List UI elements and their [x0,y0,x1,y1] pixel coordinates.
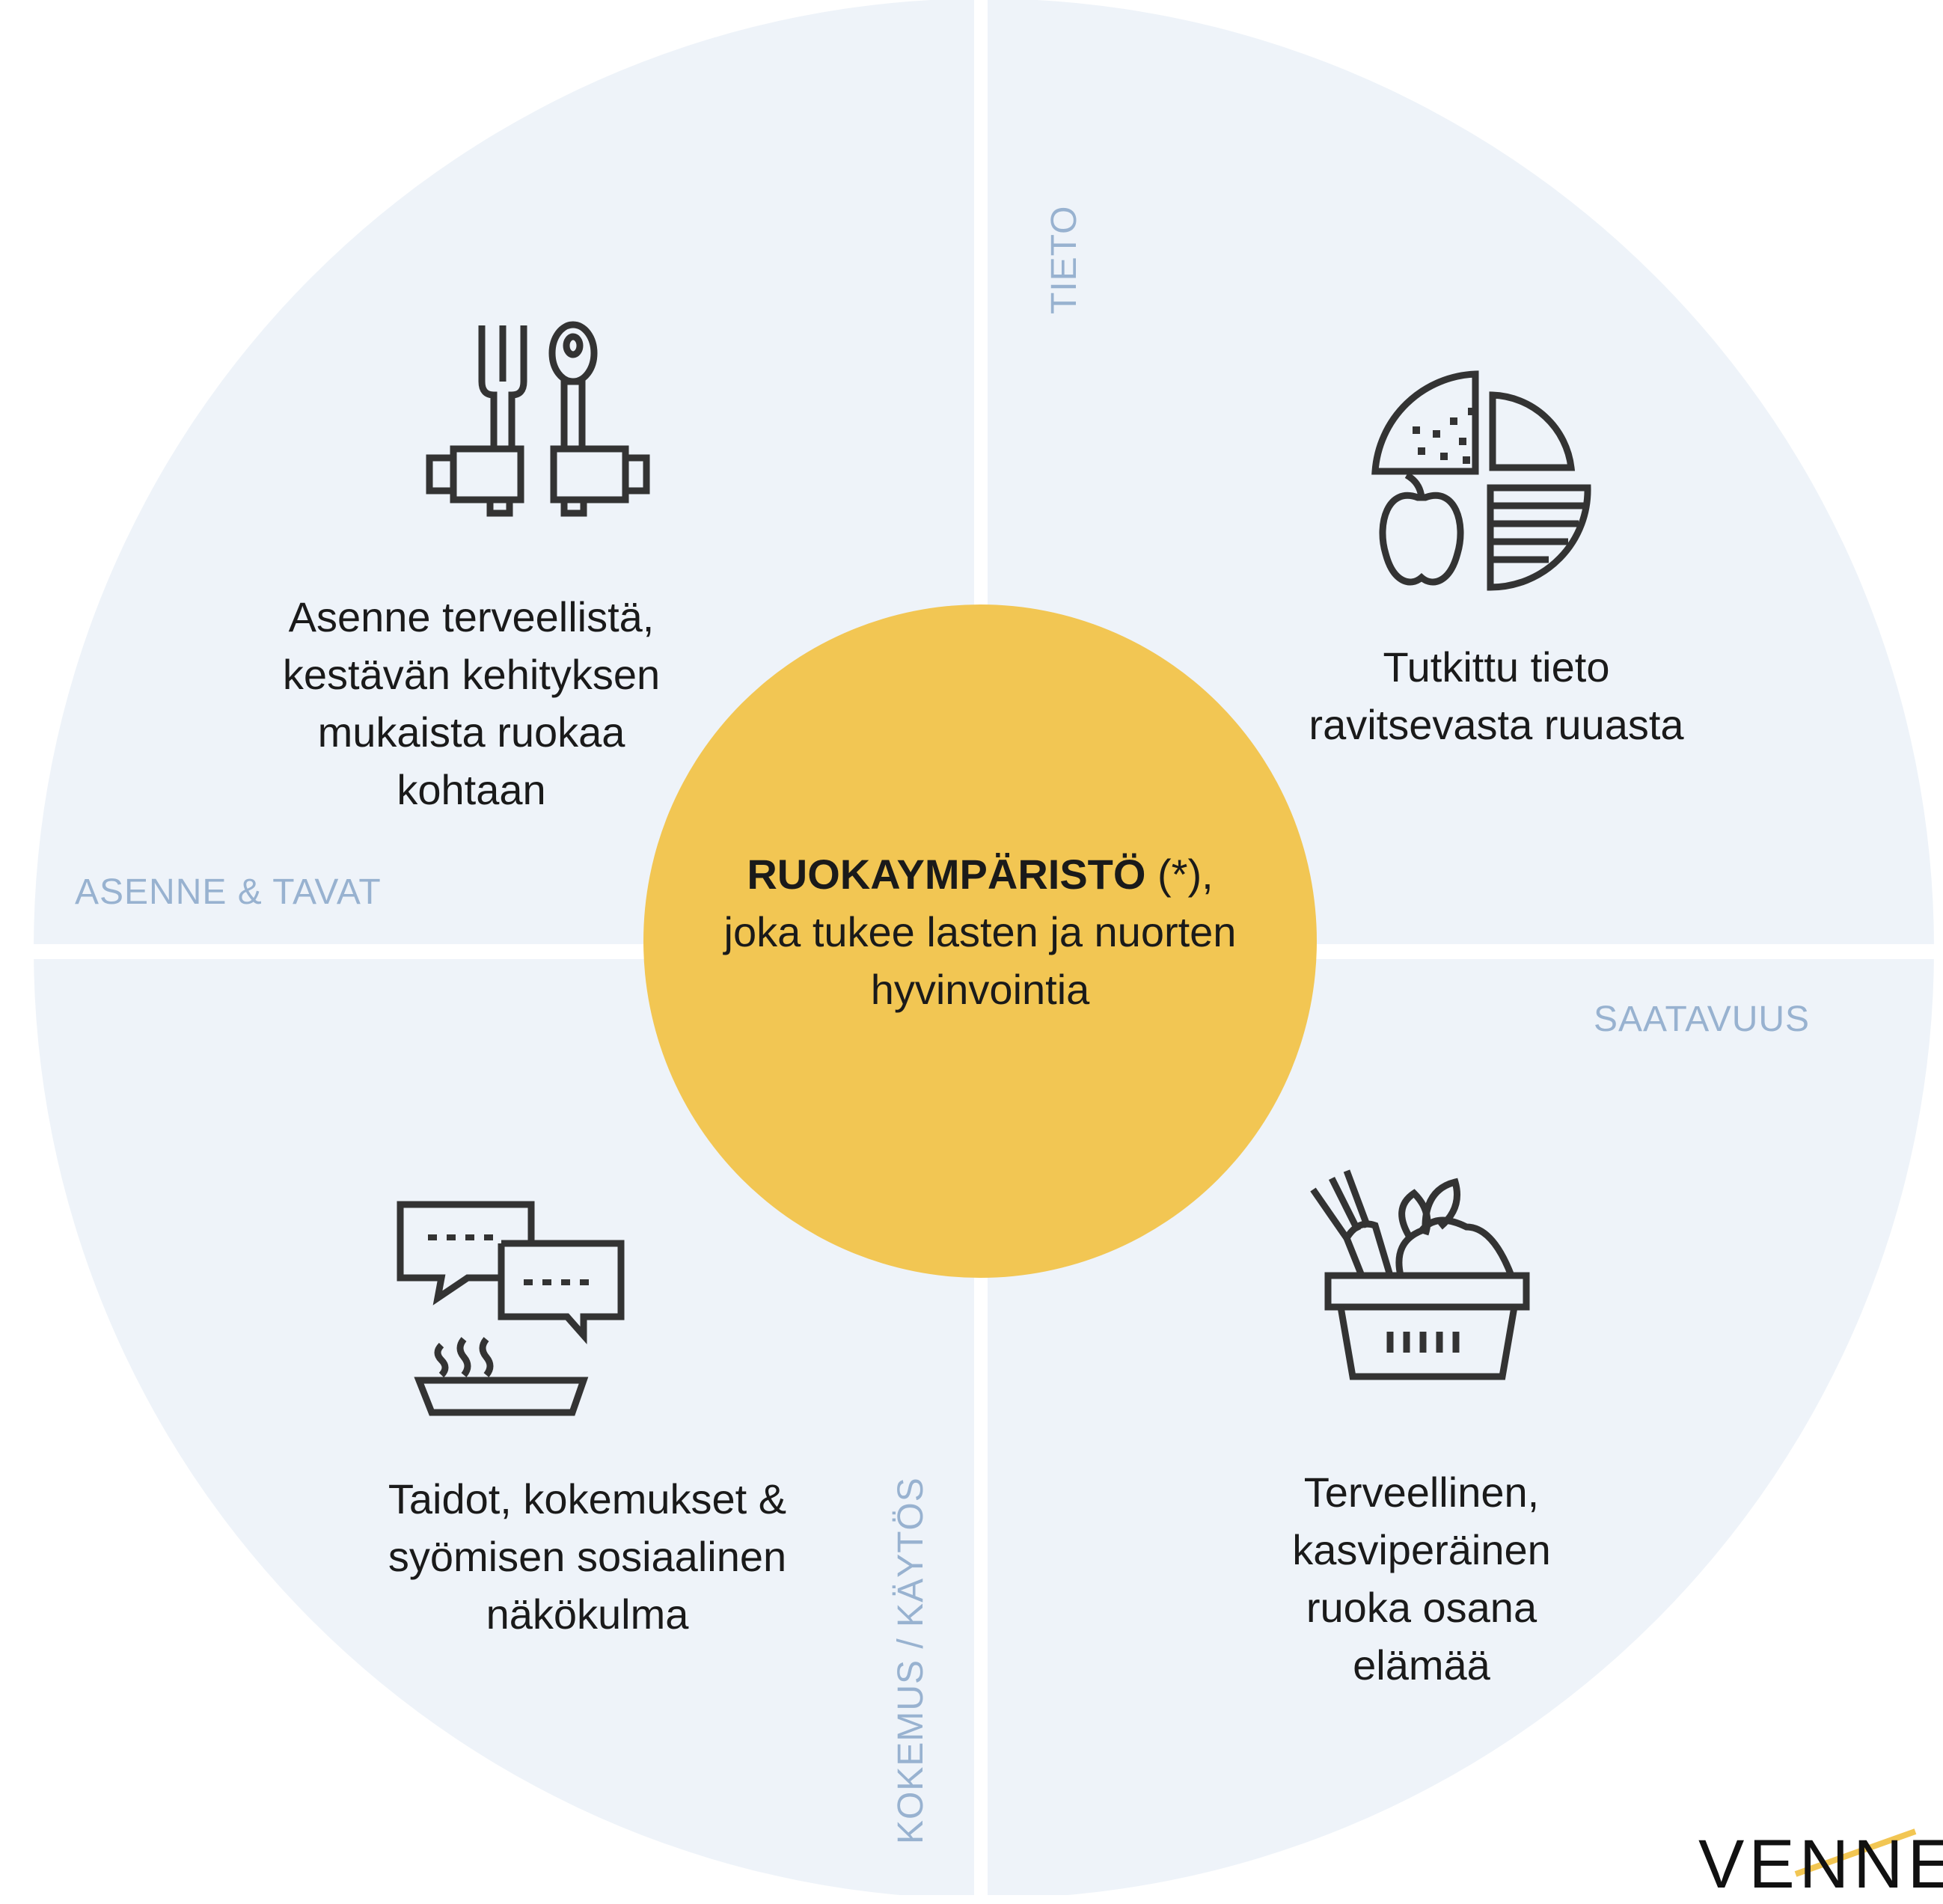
category-label-bottom-right: SAATAVUUS [1594,1000,1811,1039]
text-line: ravitsevasta ruuasta [1309,701,1684,748]
category-label-top-left: ASENNE & TAVAT [75,872,382,912]
text-line: Asenne terveellistä, [288,593,655,640]
cutlery-hands-icon [426,321,650,517]
chat-dots [428,1234,589,1285]
nutrition-plate-icon [1371,370,1591,591]
venner-logo: VENNER [1698,1826,1943,1903]
text-line: syömisen sosiaalinen [388,1532,787,1580]
text-line: Terveellinen, [1303,1469,1540,1516]
quadrant-text-bottom-right: Terveellinen, kasviperäinen ruoka osana … [1212,1459,1631,1698]
category-label-top-right: TIETO [1044,205,1084,314]
quadrant-text-top-right: Tutkittu tieto ravitsevasta ruuasta [1212,636,1781,756]
text-line: Taidot, kokemukset & [388,1475,787,1522]
text-line: mukaista ruokaa [317,708,625,756]
quadrant-text-top-left: Asenne terveellistä, kestävän kehityksen… [195,584,748,823]
nutrition-dots [1413,408,1475,464]
center-title: RUOKAYMPÄRISTÖ [747,851,1146,898]
text-line: Tutkittu tieto [1383,643,1610,691]
center-title-line: RUOKAYMPÄRISTÖ (*), [747,851,1213,898]
vegetable-basket-icon [1310,1169,1530,1380]
text-line: kestävän kehityksen [282,651,661,698]
center-circle [643,604,1317,1278]
text-line: kasviperäinen [1292,1526,1551,1573]
text-line: elämää [1353,1641,1490,1689]
logo-accent-line [1794,1828,1917,1877]
center-line-3: hyvinvointia [870,966,1090,1013]
category-label-bottom-left: KOKEMUS / KÄYTÖS [891,1477,931,1844]
chat-hot-dish-icon [397,1201,625,1416]
text-line: näkökulma [486,1590,689,1638]
text-line: kohtaan [397,766,546,813]
quadrant-text-bottom-left: Taidot, kokemukset & syömisen sosiaaline… [299,1466,875,1646]
text-line: ruoka osana [1306,1584,1537,1631]
center-title-suffix: (*), [1145,851,1214,898]
center-line-2: joka tukee lasten ja nuorten [723,908,1237,955]
center-text: RUOKAYMPÄRISTÖ (*), joka tukee lasten ja… [658,845,1302,1018]
